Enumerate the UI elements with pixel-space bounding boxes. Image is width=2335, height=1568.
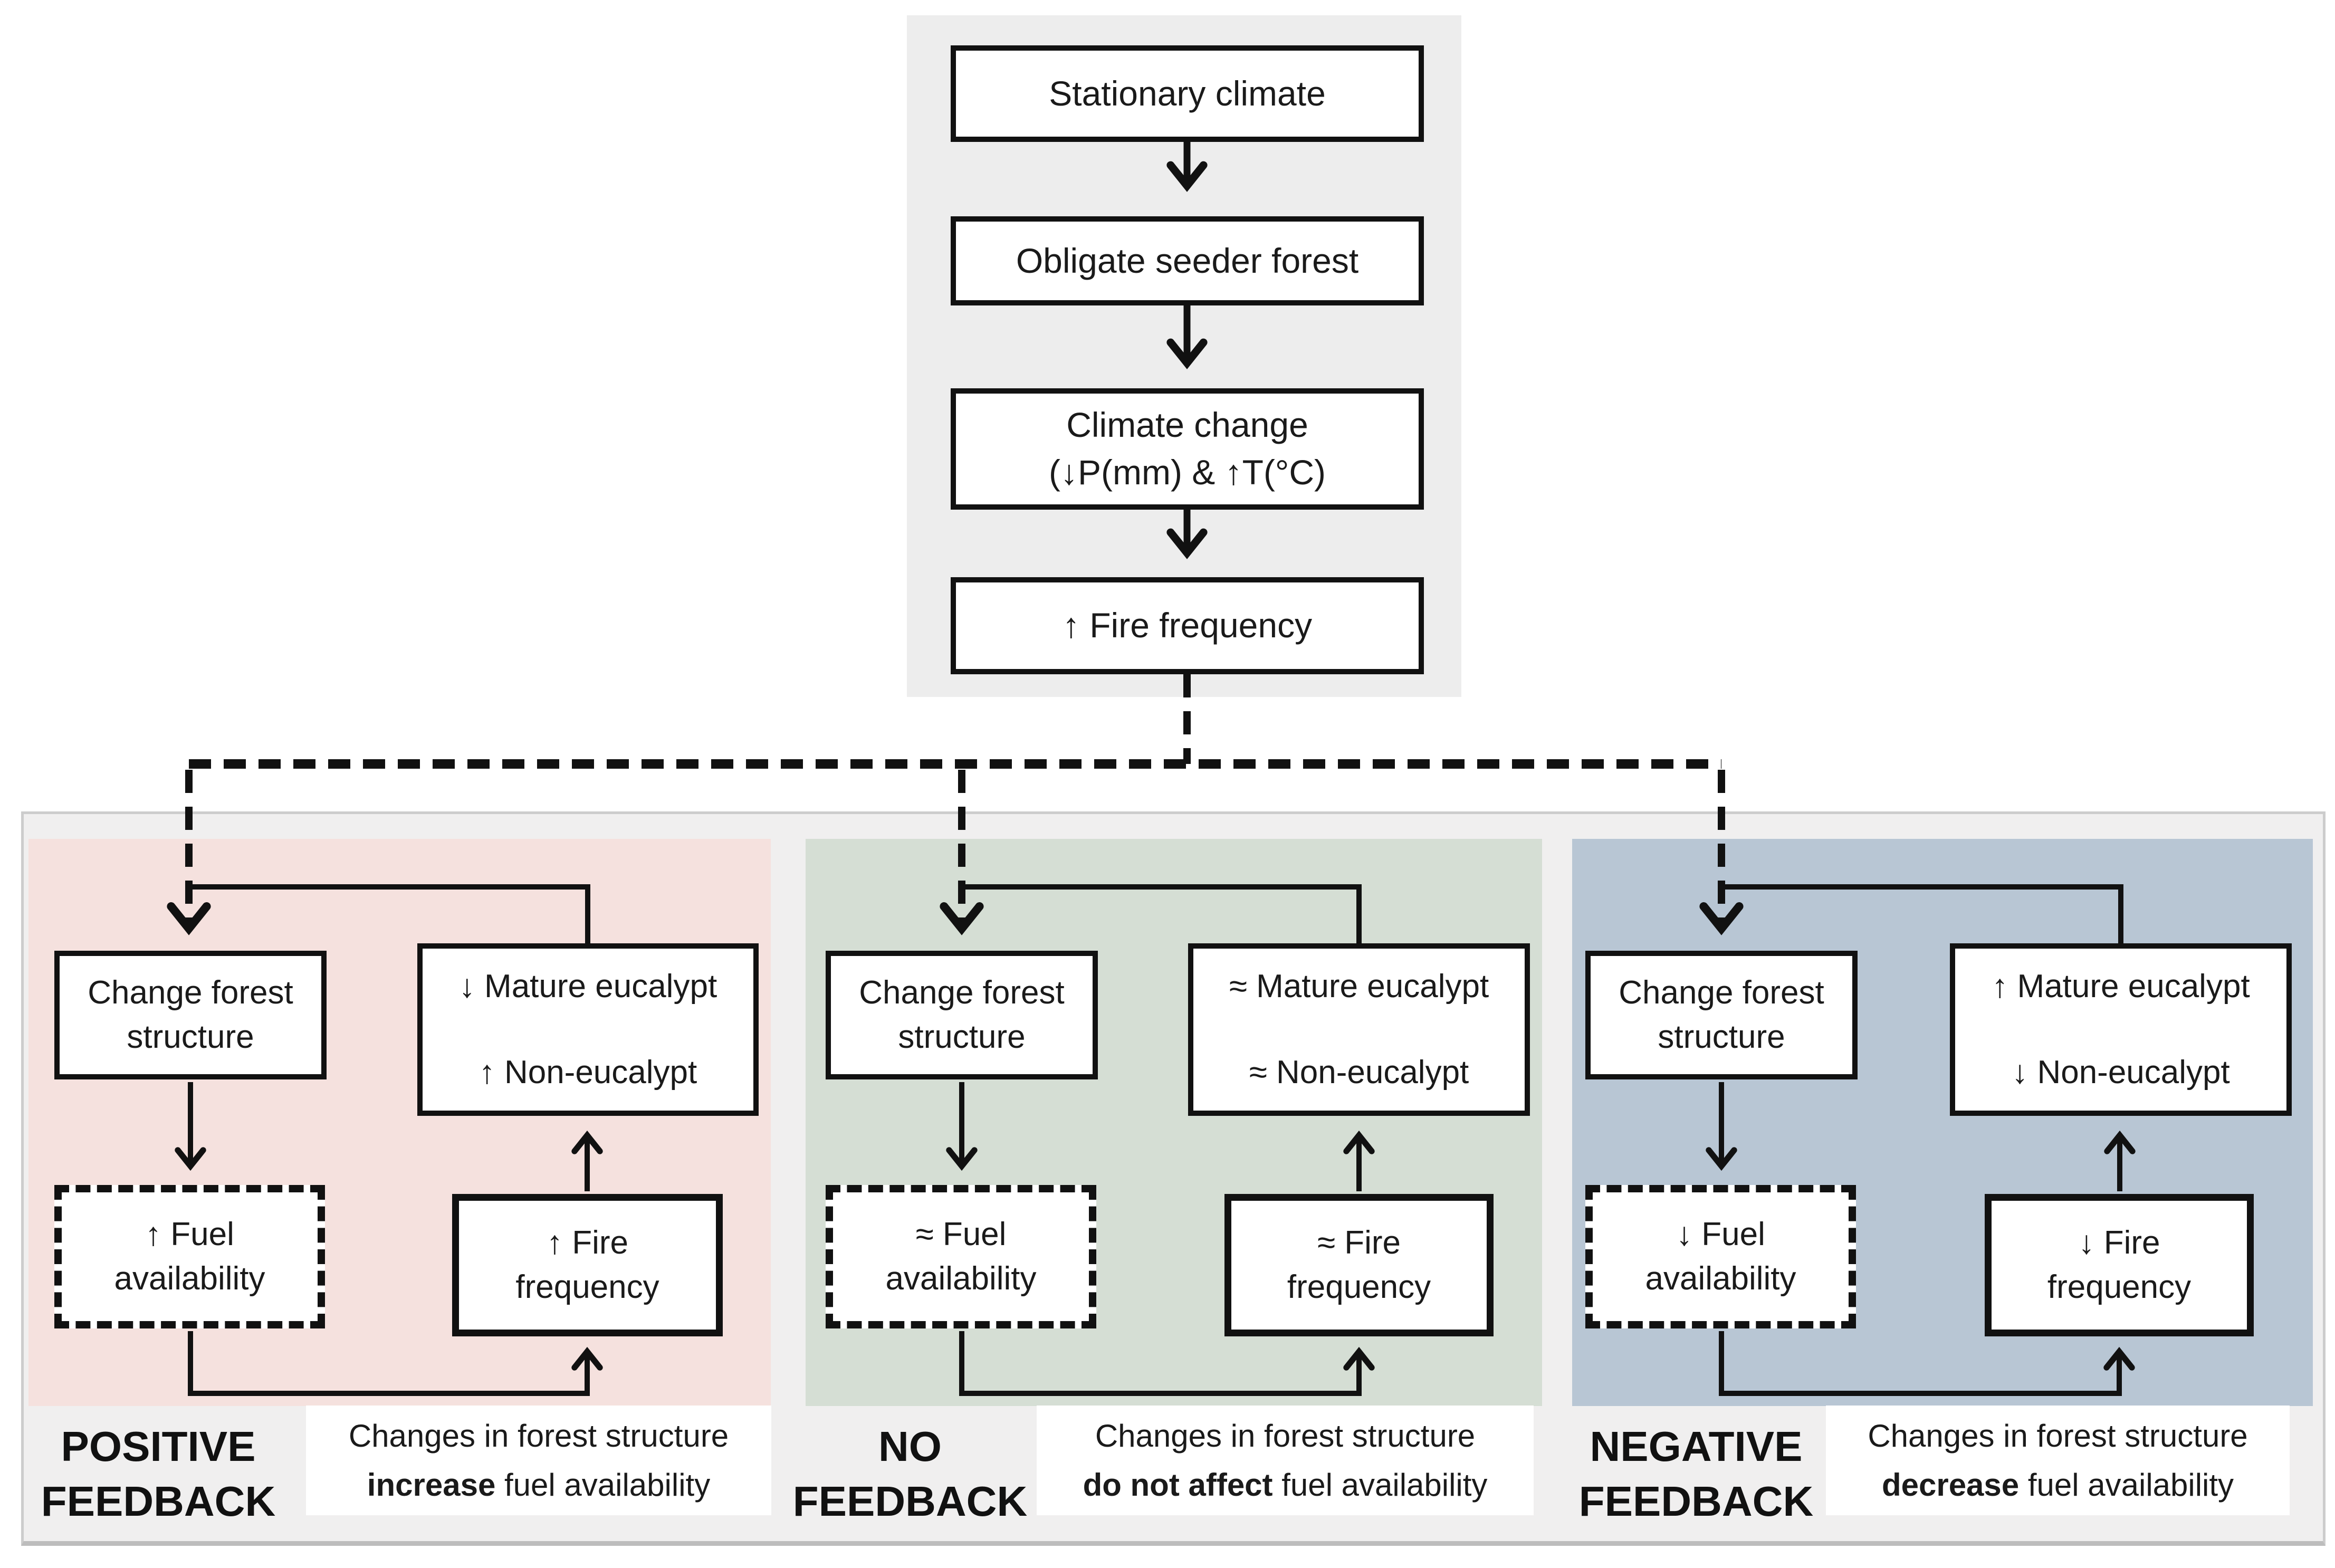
no-fuel-availability-box: ≈ Fuel availability	[826, 1185, 1096, 1328]
flow-box-climate-change: Climate change (↓P(mm) & ↑T(°C)	[951, 388, 1424, 510]
box-label-line2: structure	[127, 1019, 254, 1055]
no-eucalypt-composition-box: ≈ Mature eucalypt ≈ Non-eucalypt	[1188, 943, 1530, 1116]
flow-box-label: ↑ Fire frequency	[1062, 606, 1313, 645]
positive-feedback-label: POSITIVE FEEDBACK	[32, 1419, 285, 1529]
non-eucalypt-label: ↓ Non-eucalypt	[2012, 1054, 2230, 1091]
caption-bold-word: increase	[367, 1467, 496, 1503]
label-line2: FEEDBACK	[41, 1478, 276, 1525]
mature-eucalypt-label: ↑ Mature eucalypt	[1992, 968, 2250, 1005]
box-label-line2: structure	[1658, 1019, 1785, 1055]
box-label-line2: availability	[1645, 1260, 1796, 1297]
box-label-line2: availability	[114, 1260, 265, 1297]
box-label-line1: Change forest	[1619, 974, 1824, 1011]
label-line1: NO	[878, 1423, 942, 1470]
flow-box-fire-frequency: ↑ Fire frequency	[951, 577, 1424, 674]
label-line2: FEEDBACK	[1578, 1478, 1814, 1525]
negative-change-forest-structure-box: Change forest structure	[1585, 951, 1858, 1079]
caption-bold-word: decrease	[1881, 1467, 2020, 1503]
negative-fuel-availability-box: ↓ Fuel availability	[1585, 1185, 1856, 1328]
box-label-line2: frequency	[2047, 1269, 2192, 1305]
box-label-line2: availability	[885, 1260, 1037, 1297]
caption-line1: Changes in forest structure	[1868, 1418, 2248, 1454]
positive-eucalypt-composition-box: ↓ Mature eucalypt ↑ Non-eucalypt	[417, 943, 759, 1116]
flow-box-label: Stationary climate	[1049, 73, 1326, 113]
caption-line2: increase fuel availability	[367, 1460, 710, 1509]
positive-fuel-availability-box: ↑ Fuel availability	[54, 1185, 325, 1328]
box-label-line1: ≈ Fuel	[915, 1216, 1007, 1253]
box-label-line2: frequency	[515, 1269, 659, 1305]
negative-fire-frequency-box: ↓ Fire frequency	[1985, 1194, 2254, 1336]
caption-rest: fuel availability	[495, 1467, 711, 1503]
no-feedback-label: NO FEEDBACK	[789, 1419, 1031, 1529]
box-label-line1: ↓ Fire	[2078, 1224, 2160, 1261]
non-eucalypt-label: ≈ Non-eucalypt	[1249, 1054, 1469, 1091]
negative-eucalypt-composition-box: ↑ Mature eucalypt ↓ Non-eucalypt	[1950, 943, 2292, 1116]
box-label-line2: structure	[898, 1019, 1026, 1055]
flow-box-label: Obligate seeder forest	[1016, 241, 1359, 280]
box-label-line1: Change forest	[859, 974, 1065, 1011]
flow-box-label-line1: Climate change	[1066, 405, 1308, 445]
no-change-forest-structure-box: Change forest structure	[826, 951, 1098, 1079]
negative-feedback-caption: Changes in forest structure decrease fue…	[1826, 1406, 2290, 1515]
panel-positive-feedback: Change forest structure ↓ Mature eucalyp…	[28, 839, 771, 1406]
caption-bold-word: do not affect	[1083, 1467, 1273, 1503]
non-eucalypt-label: ↑ Non-eucalypt	[479, 1054, 697, 1091]
caption-rest: fuel availability	[1272, 1467, 1488, 1503]
no-feedback-caption: Changes in forest structure do not affec…	[1037, 1406, 1534, 1515]
top-flow-panel: Stationary climate Obligate seeder fores…	[907, 15, 1461, 697]
panel-no-feedback: Change forest structure ≈ Mature eucalyp…	[806, 839, 1542, 1406]
no-fire-frequency-box: ≈ Fire frequency	[1224, 1194, 1494, 1336]
box-label-line1: ↑ Fuel	[145, 1216, 234, 1253]
label-line1: NEGATIVE	[1590, 1423, 1803, 1470]
box-label-line1: ≈ Fire	[1317, 1224, 1401, 1261]
box-label-line1: ↓ Fuel	[1676, 1216, 1765, 1253]
caption-line2: decrease fuel availability	[1882, 1460, 2234, 1509]
flow-box-stationary-climate: Stationary climate	[951, 45, 1424, 142]
mature-eucalypt-label: ≈ Mature eucalypt	[1229, 968, 1489, 1005]
label-line1: POSITIVE	[61, 1423, 256, 1470]
label-line2: FEEDBACK	[792, 1478, 1028, 1525]
box-label-line1: ↑ Fire	[547, 1224, 628, 1261]
box-label-line2: frequency	[1287, 1269, 1431, 1305]
negative-feedback-label: NEGATIVE FEEDBACK	[1575, 1419, 1817, 1529]
flow-box-obligate-seeder-forest: Obligate seeder forest	[951, 216, 1424, 305]
panel-negative-feedback: Change forest structure ↑ Mature eucalyp…	[1572, 839, 2313, 1406]
caption-line2: do not affect fuel availability	[1083, 1460, 1488, 1509]
flow-box-label-line2: (↓P(mm) & ↑T(°C)	[1049, 453, 1326, 492]
caption-line1: Changes in forest structure	[1095, 1418, 1476, 1454]
positive-fire-frequency-box: ↑ Fire frequency	[452, 1194, 723, 1336]
caption-line1: Changes in forest structure	[348, 1418, 729, 1454]
caption-rest: fuel availability	[2019, 1467, 2234, 1503]
positive-change-forest-structure-box: Change forest structure	[54, 951, 327, 1079]
positive-feedback-caption: Changes in forest structure increase fue…	[306, 1406, 771, 1515]
box-label-line1: Change forest	[88, 974, 293, 1011]
mature-eucalypt-label: ↓ Mature eucalypt	[458, 968, 717, 1005]
